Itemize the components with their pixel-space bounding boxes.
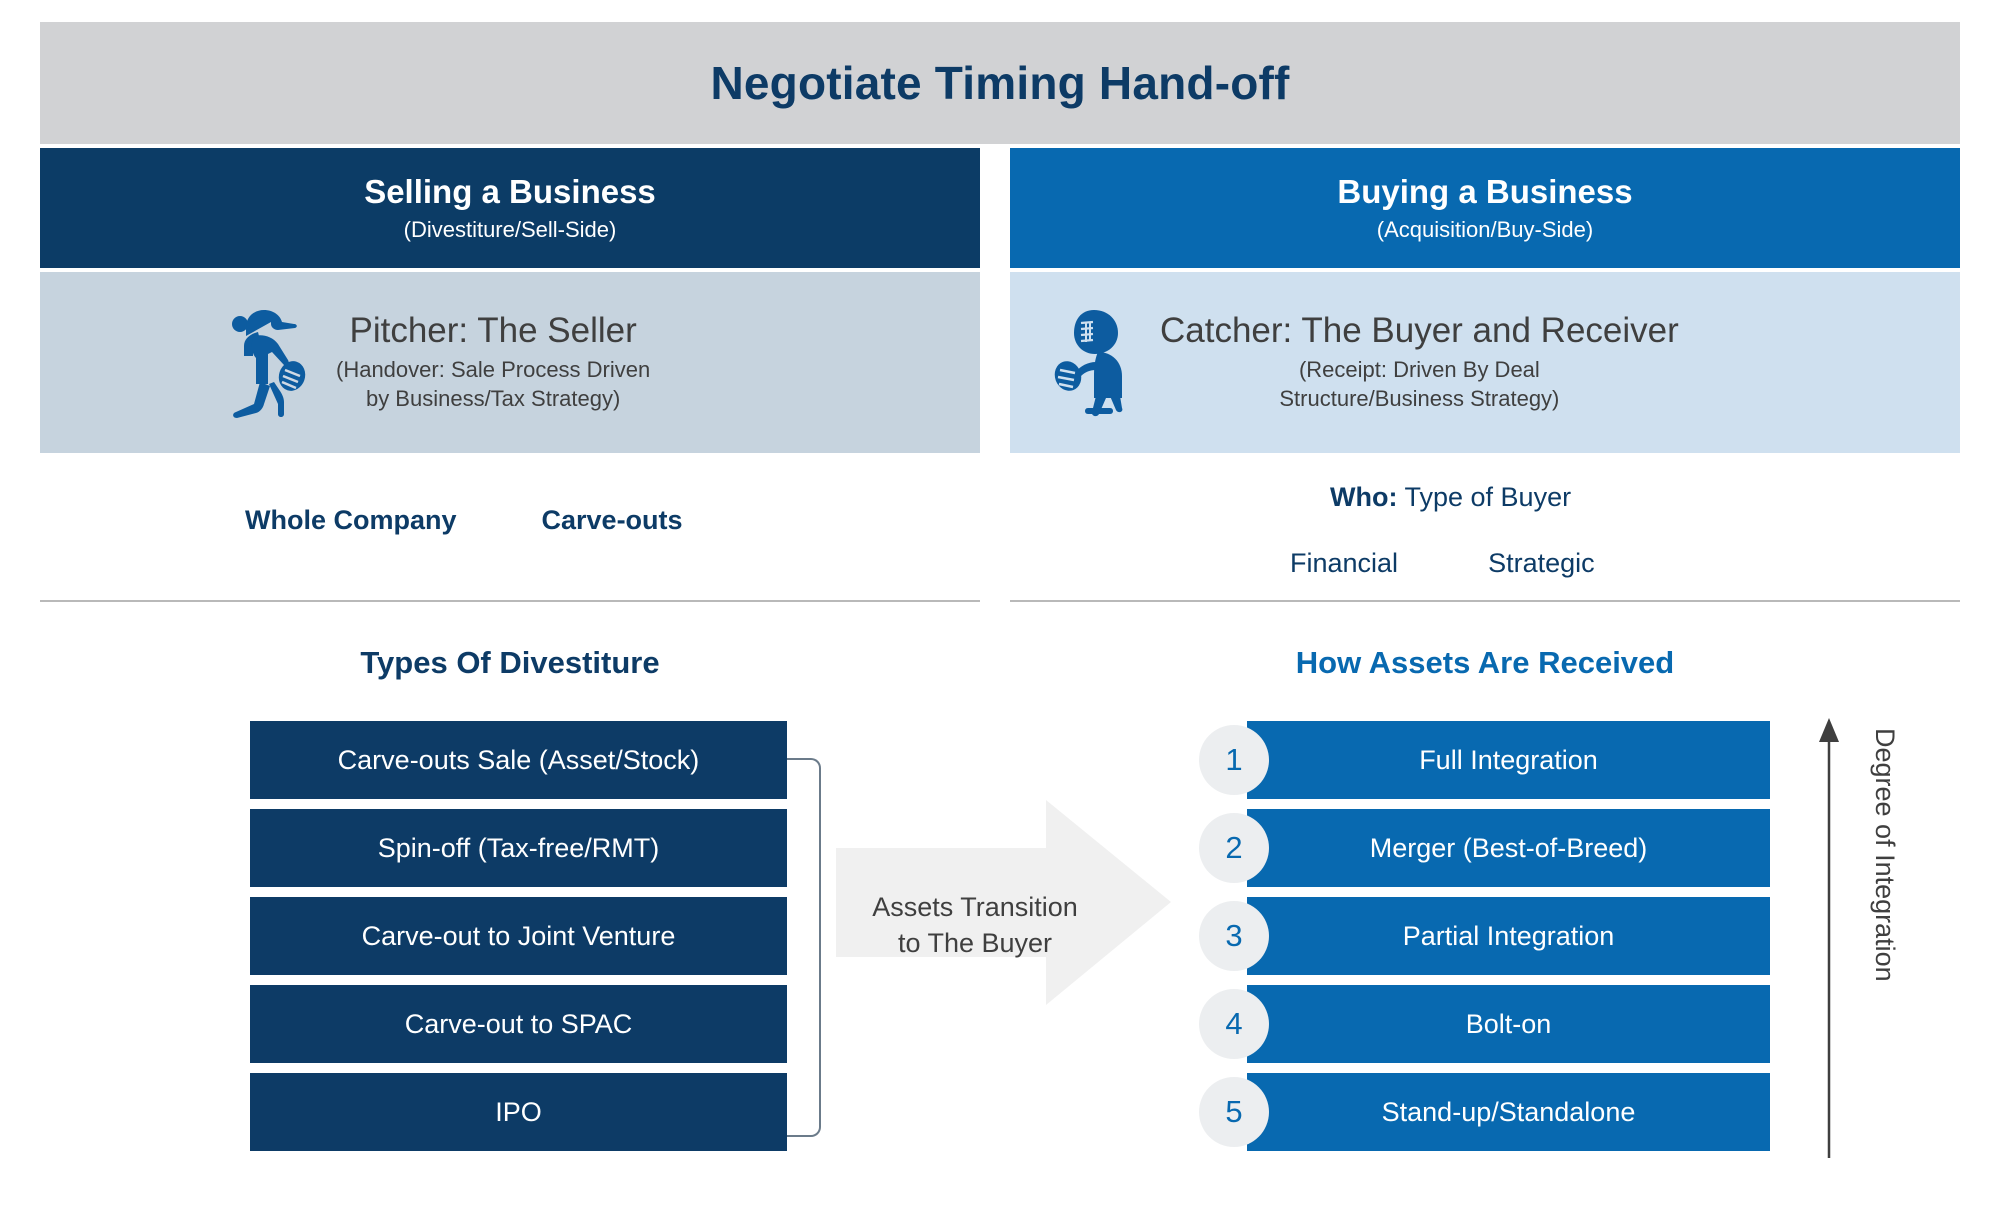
seller-role-subtitle: (Handover: Sale Process Driven by Busine… — [336, 355, 650, 413]
list-item[interactable]: Carve-out to SPAC — [250, 985, 787, 1063]
buyer-type-strategic: Strategic — [1488, 548, 1595, 578]
buyer-who-label: Who: Type of Buyer — [1330, 482, 1571, 513]
divider-left — [40, 600, 980, 602]
buyer-who-label-bold: Who: — [1330, 482, 1398, 512]
step-number-badge: 2 — [1199, 813, 1269, 883]
list-item[interactable]: Stand-up/Standalone 5 — [1199, 1073, 1770, 1151]
sell-side-subheading: (Divestiture/Sell-Side) — [403, 216, 617, 242]
baseball-catcher-icon — [1050, 300, 1146, 425]
step-number-badge: 4 — [1199, 989, 1269, 1059]
list-item[interactable]: Carve-outs Sale (Asset/Stock) — [250, 721, 787, 799]
asset-receipt-label: Bolt-on — [1247, 985, 1770, 1063]
sell-scope-labels: Whole Company Carve-outs — [245, 505, 683, 536]
assets-transition-line2: to The Buyer — [897, 927, 1053, 958]
list-item[interactable]: Spin-off (Tax-free/RMT) — [250, 809, 787, 887]
step-number-badge: 5 — [1199, 1077, 1269, 1147]
buyer-role-panel: Catcher: The Buyer and Receiver (Receipt… — [1010, 272, 1960, 453]
buyer-role-subtitle: (Receipt: Driven By Deal Structure/Busin… — [1279, 355, 1559, 413]
sell-side-header: Selling a Business (Divestiture/Sell-Sid… — [40, 148, 980, 268]
asset-receipt-list: Full Integration 1 Merger (Best-of-Breed… — [1199, 721, 1770, 1151]
assets-transition-arrow-icon — [836, 800, 1171, 1005]
seller-role-panel: Pitcher: The Seller (Handover: Sale Proc… — [40, 272, 980, 453]
assets-transition-label: Assets Transition to The Buyer — [850, 890, 1100, 961]
asset-receipt-label: Partial Integration — [1247, 897, 1770, 975]
list-item[interactable]: Carve-out to Joint Venture — [250, 897, 787, 975]
divestiture-bracket-connector — [787, 758, 821, 1137]
seller-role-subtitle-line2: by Business/Tax Strategy) — [365, 385, 621, 411]
degree-of-integration-label: Degree of Integration — [1870, 728, 1900, 982]
assets-transition-line1: Assets Transition — [872, 892, 1078, 922]
scope-label-whole-company: Whole Company — [245, 505, 457, 535]
buyer-role-title: Catcher: The Buyer and Receiver — [1160, 311, 1679, 351]
divider-right — [1010, 600, 1960, 602]
degree-of-integration-arrow-icon — [1818, 718, 1840, 1158]
buyer-type-labels: Financial Strategic — [1290, 548, 1595, 579]
buy-side-heading: Buying a Business — [1337, 173, 1633, 211]
list-item[interactable]: Full Integration 1 — [1199, 721, 1770, 799]
sell-side-heading: Selling a Business — [364, 173, 656, 211]
scope-label-carve-outs: Carve-outs — [541, 505, 683, 535]
asset-receipt-label: Full Integration — [1247, 721, 1770, 799]
buyer-role-text: Catcher: The Buyer and Receiver (Receipt… — [1160, 312, 1679, 413]
buy-side-header: Buying a Business (Acquisition/Buy-Side) — [1010, 148, 1960, 268]
buyer-who-label-rest: Type of Buyer — [1397, 482, 1572, 512]
seller-role-text: Pitcher: The Seller (Handover: Sale Proc… — [336, 312, 650, 413]
step-number-badge: 3 — [1199, 901, 1269, 971]
how-assets-received-title: How Assets Are Received — [1295, 645, 1675, 680]
seller-role-title: Pitcher: The Seller — [349, 311, 637, 351]
buyer-role-subtitle-line2: Structure/Business Strategy) — [1279, 385, 1560, 411]
seller-role-subtitle-line1: (Handover: Sale Process Driven — [336, 356, 651, 382]
baseball-pitcher-icon — [220, 300, 316, 425]
list-item[interactable]: Partial Integration 3 — [1199, 897, 1770, 975]
title-banner: Negotiate Timing Hand-off — [40, 22, 1960, 144]
list-item[interactable]: IPO — [250, 1073, 787, 1151]
divestiture-type-list: Carve-outs Sale (Asset/Stock) Spin-off (… — [250, 721, 787, 1151]
buyer-role-subtitle-line1: (Receipt: Driven By Deal — [1298, 356, 1540, 382]
page-title: Negotiate Timing Hand-off — [710, 57, 1290, 109]
asset-receipt-label: Merger (Best-of-Breed) — [1247, 809, 1770, 887]
buyer-type-financial: Financial — [1290, 548, 1399, 578]
list-item[interactable]: Merger (Best-of-Breed) 2 — [1199, 809, 1770, 887]
asset-receipt-label: Stand-up/Standalone — [1247, 1073, 1770, 1151]
buy-side-subheading: (Acquisition/Buy-Side) — [1376, 216, 1594, 242]
types-of-divestiture-title: Types Of Divestiture — [360, 645, 660, 680]
step-number-badge: 1 — [1199, 725, 1269, 795]
list-item[interactable]: Bolt-on 4 — [1199, 985, 1770, 1063]
